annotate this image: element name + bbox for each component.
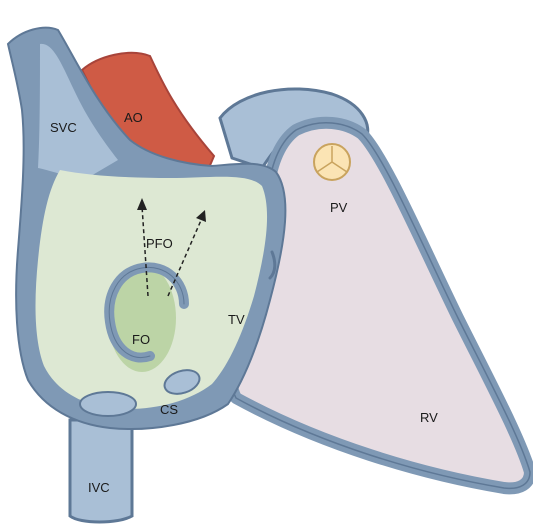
label-fo: FO bbox=[132, 332, 150, 347]
label-ao: AO bbox=[124, 110, 143, 125]
label-tv: TV bbox=[228, 312, 245, 327]
label-pfo: PFO bbox=[146, 236, 173, 251]
pulmonary-valve bbox=[314, 144, 350, 180]
label-cs: CS bbox=[160, 402, 178, 417]
coronary-sinus-left bbox=[80, 392, 136, 416]
label-svc: SVC bbox=[50, 120, 77, 135]
inferior-vena-cava bbox=[70, 420, 132, 522]
label-pv: PV bbox=[330, 200, 348, 215]
label-ivc: IVC bbox=[88, 480, 110, 495]
label-rv: RV bbox=[420, 410, 438, 425]
